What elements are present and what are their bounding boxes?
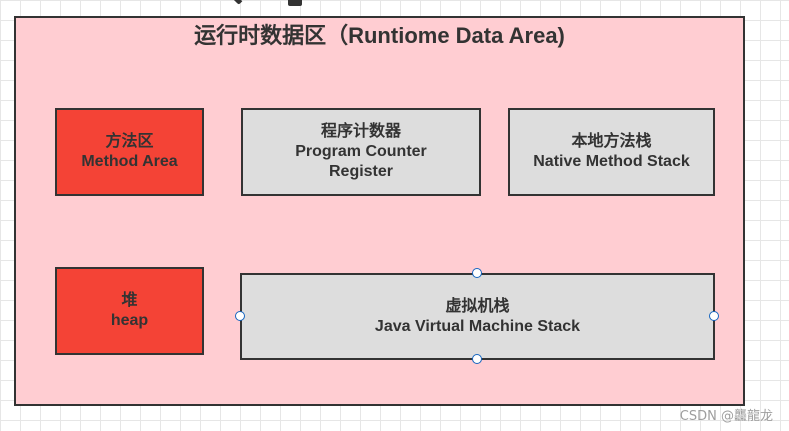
pc-register-label-en-1: Program Counter [295, 143, 427, 160]
jvm-stack-label-en: Java Virtual Machine Stack [374, 317, 581, 335]
heap-label-en: heap [110, 312, 149, 329]
jvm-stack-label-cn: 虚拟机栈 [445, 297, 510, 315]
native-method-stack-box[interactable]: 本地方法栈 Native Method Stack [508, 108, 715, 196]
method-area-box[interactable]: 方法区 Method Area [55, 108, 204, 196]
jvm-stack-box[interactable]: 虚拟机栈 Java Virtual Machine Stack [240, 273, 715, 360]
diagram-title: 运行时数据区（Runtiome Data Area) [194, 23, 565, 48]
resize-handle-right[interactable] [709, 311, 719, 321]
resize-handle-left[interactable] [235, 311, 245, 321]
native-stack-label-cn: 本地方法栈 [571, 133, 652, 150]
top-edge-mark [288, 0, 302, 6]
top-edge-mark [231, 0, 243, 5]
native-stack-label-en: Native Method Stack [533, 153, 690, 170]
watermark: CSDN @龘龍龙 [679, 409, 773, 424]
resize-handle-bottom[interactable] [472, 354, 482, 364]
pc-register-label-cn: 程序计数器 [320, 123, 401, 140]
heap-label-cn: 堆 [121, 292, 138, 309]
pc-register-box[interactable]: 程序计数器 Program Counter Register [241, 108, 481, 196]
method-area-label-en: Method Area [81, 153, 178, 170]
resize-handle-top[interactable] [472, 268, 482, 278]
method-area-label-cn: 方法区 [105, 133, 154, 150]
pc-register-label-en-2: Register [328, 163, 394, 180]
heap-box[interactable]: 堆 heap [55, 267, 204, 355]
